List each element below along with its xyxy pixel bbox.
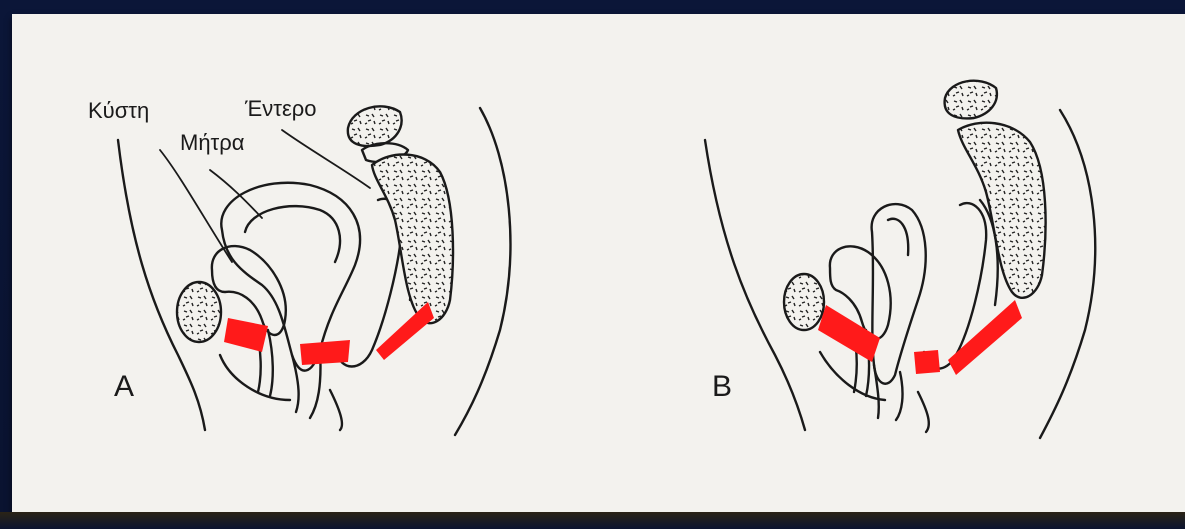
panel-b-pubic-bone (784, 274, 824, 330)
panel-label-a: A (114, 370, 134, 404)
panel-a-drawing (118, 106, 510, 435)
leader-bladder (160, 150, 232, 262)
panel-b-back-line (1040, 110, 1095, 438)
panel-b-drawing (705, 81, 1095, 438)
leader-uterus (210, 170, 262, 218)
panel-a-pelvic-floor-highlight (224, 302, 434, 365)
label-uterus: Μήτρα (180, 130, 245, 156)
panel-label-b: B (712, 370, 732, 404)
panel-a-bladder (212, 246, 286, 335)
panel-b-pelvic-floor-highlight (818, 300, 1022, 375)
panel-a-sacrum-top (348, 106, 402, 146)
label-bowel: Έντερο (245, 96, 317, 122)
panel-a-pubic-bone (177, 282, 221, 342)
label-bladder: Κύστη (88, 98, 149, 124)
panel-b-colon (958, 123, 1046, 298)
panel-a-colon (372, 155, 453, 324)
panel-a-back-line (455, 108, 510, 435)
panel-b-sacrum-top (945, 81, 997, 119)
